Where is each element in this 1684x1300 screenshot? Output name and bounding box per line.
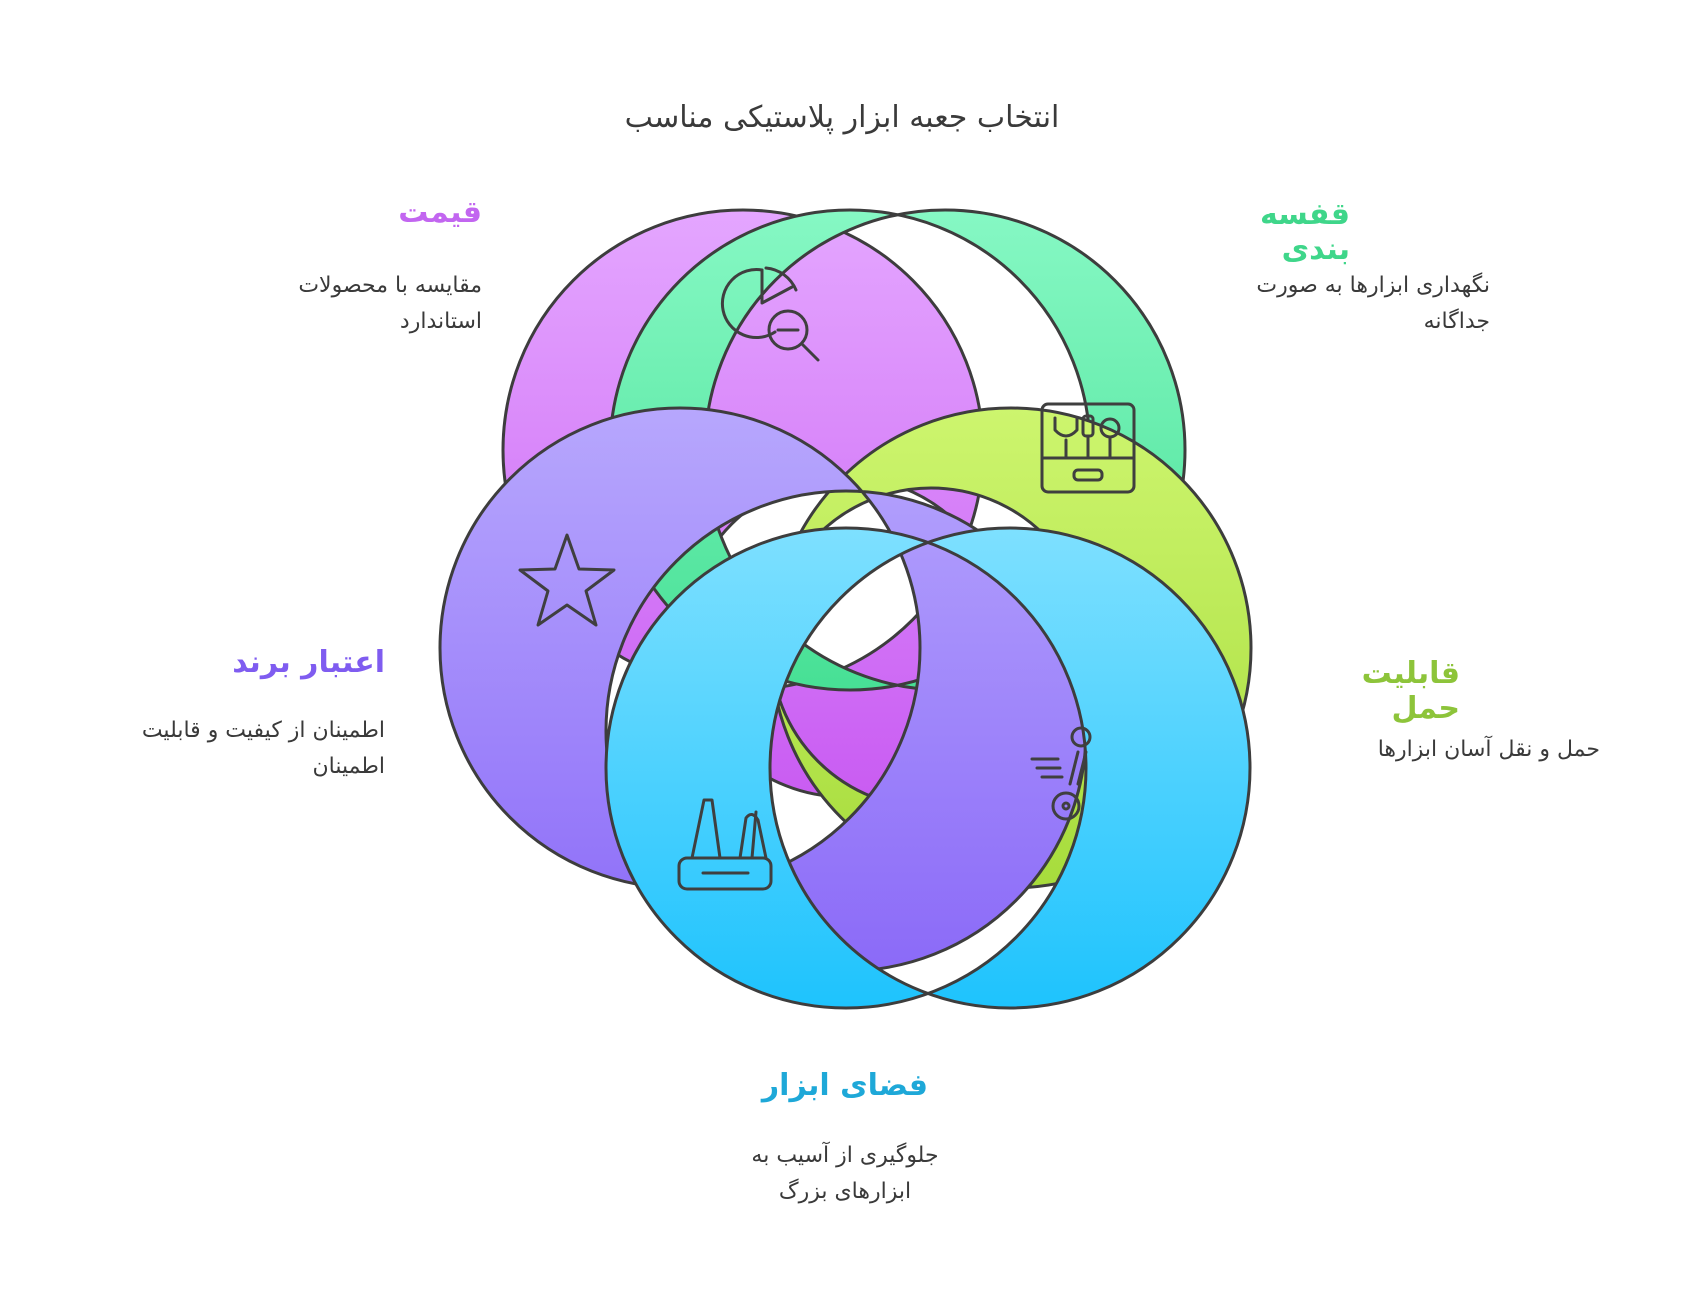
heading-tool-space: فضای ابزار	[761, 1068, 929, 1103]
description-brand: اطمینان از کیفیت و قابلیت اطمینان	[141, 718, 385, 779]
star-icon	[518, 533, 616, 627]
description-tool-space: جلوگیری از آسیب به ابزارهای بزرگ	[751, 1143, 939, 1204]
heading-brand: اعتبار برند	[232, 645, 385, 680]
hand-truck-icon	[1030, 726, 1092, 821]
pie-chart-search-icon	[720, 266, 820, 362]
diagram-title: انتخاب جعبه ابزار پلاستیکی مناسب	[624, 100, 1060, 135]
toolbox-icon	[1040, 402, 1136, 494]
description-shelving: نگهداری ابزارها به صورت جداگانه	[1256, 273, 1490, 334]
heading-price: قیمت	[398, 195, 482, 230]
description-price: مقایسه با محصولات استاندارد	[298, 273, 482, 334]
heading-shelving: قفسه بندی	[1260, 197, 1350, 267]
heading-portability: قابلیت حمل	[1361, 656, 1460, 726]
description-portability: حمل و نقل آسان ابزارها	[1377, 737, 1600, 762]
multitool-icon	[677, 798, 773, 891]
